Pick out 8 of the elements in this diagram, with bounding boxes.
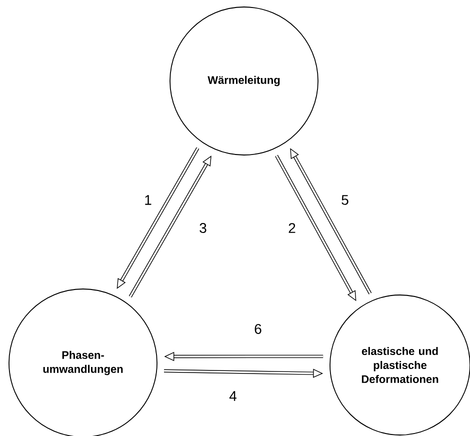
arrow [116,147,200,289]
edge-label: 1 [145,195,152,205]
edge-label: 6 [254,324,262,334]
edge-label: 5 [342,195,348,205]
edge-label: 2 [288,223,296,233]
edge-label: 4 [229,391,236,401]
arrow [128,156,212,298]
edge-label: 3 [200,223,206,233]
